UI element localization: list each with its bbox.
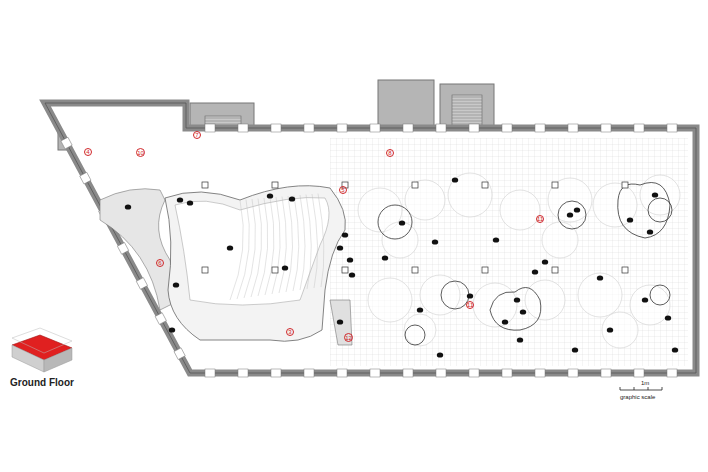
ramp-sculpture (100, 186, 352, 345)
callout-number: 6 (156, 259, 164, 267)
building-outline (45, 103, 696, 373)
callout-number: 11 (536, 215, 544, 223)
callout-number: 10 (136, 148, 145, 157)
callout-number: 8 (386, 149, 394, 157)
callout-number: 7 (193, 131, 201, 139)
callout-number: 3 (286, 328, 294, 336)
callout-number: 5 (339, 186, 347, 194)
callout-number: 4 (84, 148, 92, 156)
floor-key (12, 328, 72, 372)
plan-label: graphic scale (620, 394, 655, 400)
plan-label: Ground Floor (10, 378, 74, 388)
plan-label: 1m (641, 380, 649, 386)
scale-bar (620, 387, 662, 390)
callout-number: 11 (466, 301, 474, 309)
floor-grid (330, 138, 688, 366)
callout-number: 12 (344, 333, 353, 342)
